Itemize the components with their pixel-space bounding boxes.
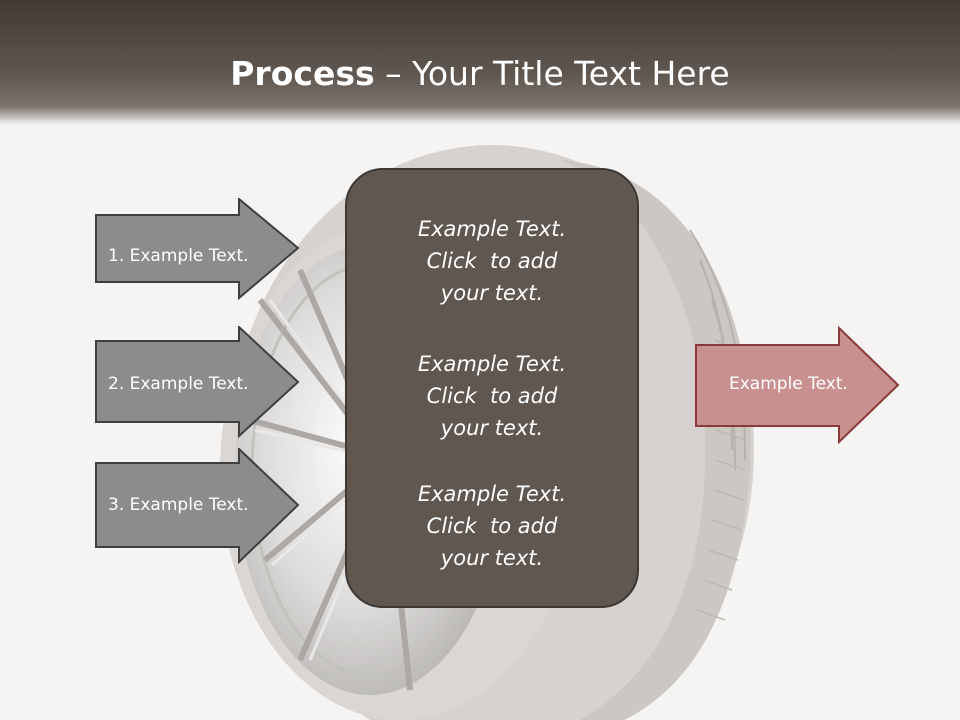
- center-block-2-line-2: Click to add: [426, 384, 558, 408]
- output-label: Example Text.: [729, 374, 848, 394]
- center-block-1-line-1: Example Text.: [417, 217, 567, 241]
- center-block-1-line-2: Click to add: [426, 249, 558, 273]
- center-block-3-line-1: Example Text.: [417, 482, 567, 506]
- title-bar: [0, 0, 960, 125]
- center-block-3-line-3: your text.: [440, 546, 544, 570]
- center-block-1-line-3: your text.: [440, 281, 544, 305]
- slide-title[interactable]: Process – Your Title Text Here: [0, 52, 960, 96]
- title-bold: Process: [230, 54, 375, 93]
- center-text-block-3[interactable]: Example Text. Click to add your text.: [345, 478, 639, 574]
- step-label-2: 2. Example Text.: [108, 374, 249, 394]
- step-label-1: 1. Example Text.: [108, 246, 249, 266]
- step-arrow-1[interactable]: [94, 198, 300, 300]
- step-label-3: 3. Example Text.: [108, 495, 249, 515]
- center-block-2-line-1: Example Text.: [417, 352, 567, 376]
- center-text-block-2[interactable]: Example Text. Click to add your text.: [345, 348, 639, 444]
- step-arrow-3[interactable]: [94, 448, 300, 564]
- title-rest: – Your Title Text Here: [374, 54, 730, 93]
- center-text-block-1[interactable]: Example Text. Click to add your text.: [345, 213, 639, 309]
- center-text-box[interactable]: [345, 168, 639, 608]
- output-arrow[interactable]: [694, 326, 900, 444]
- center-block-2-line-3: your text.: [440, 416, 544, 440]
- center-block-3-line-2: Click to add: [426, 514, 558, 538]
- step-arrow-2[interactable]: [94, 326, 300, 438]
